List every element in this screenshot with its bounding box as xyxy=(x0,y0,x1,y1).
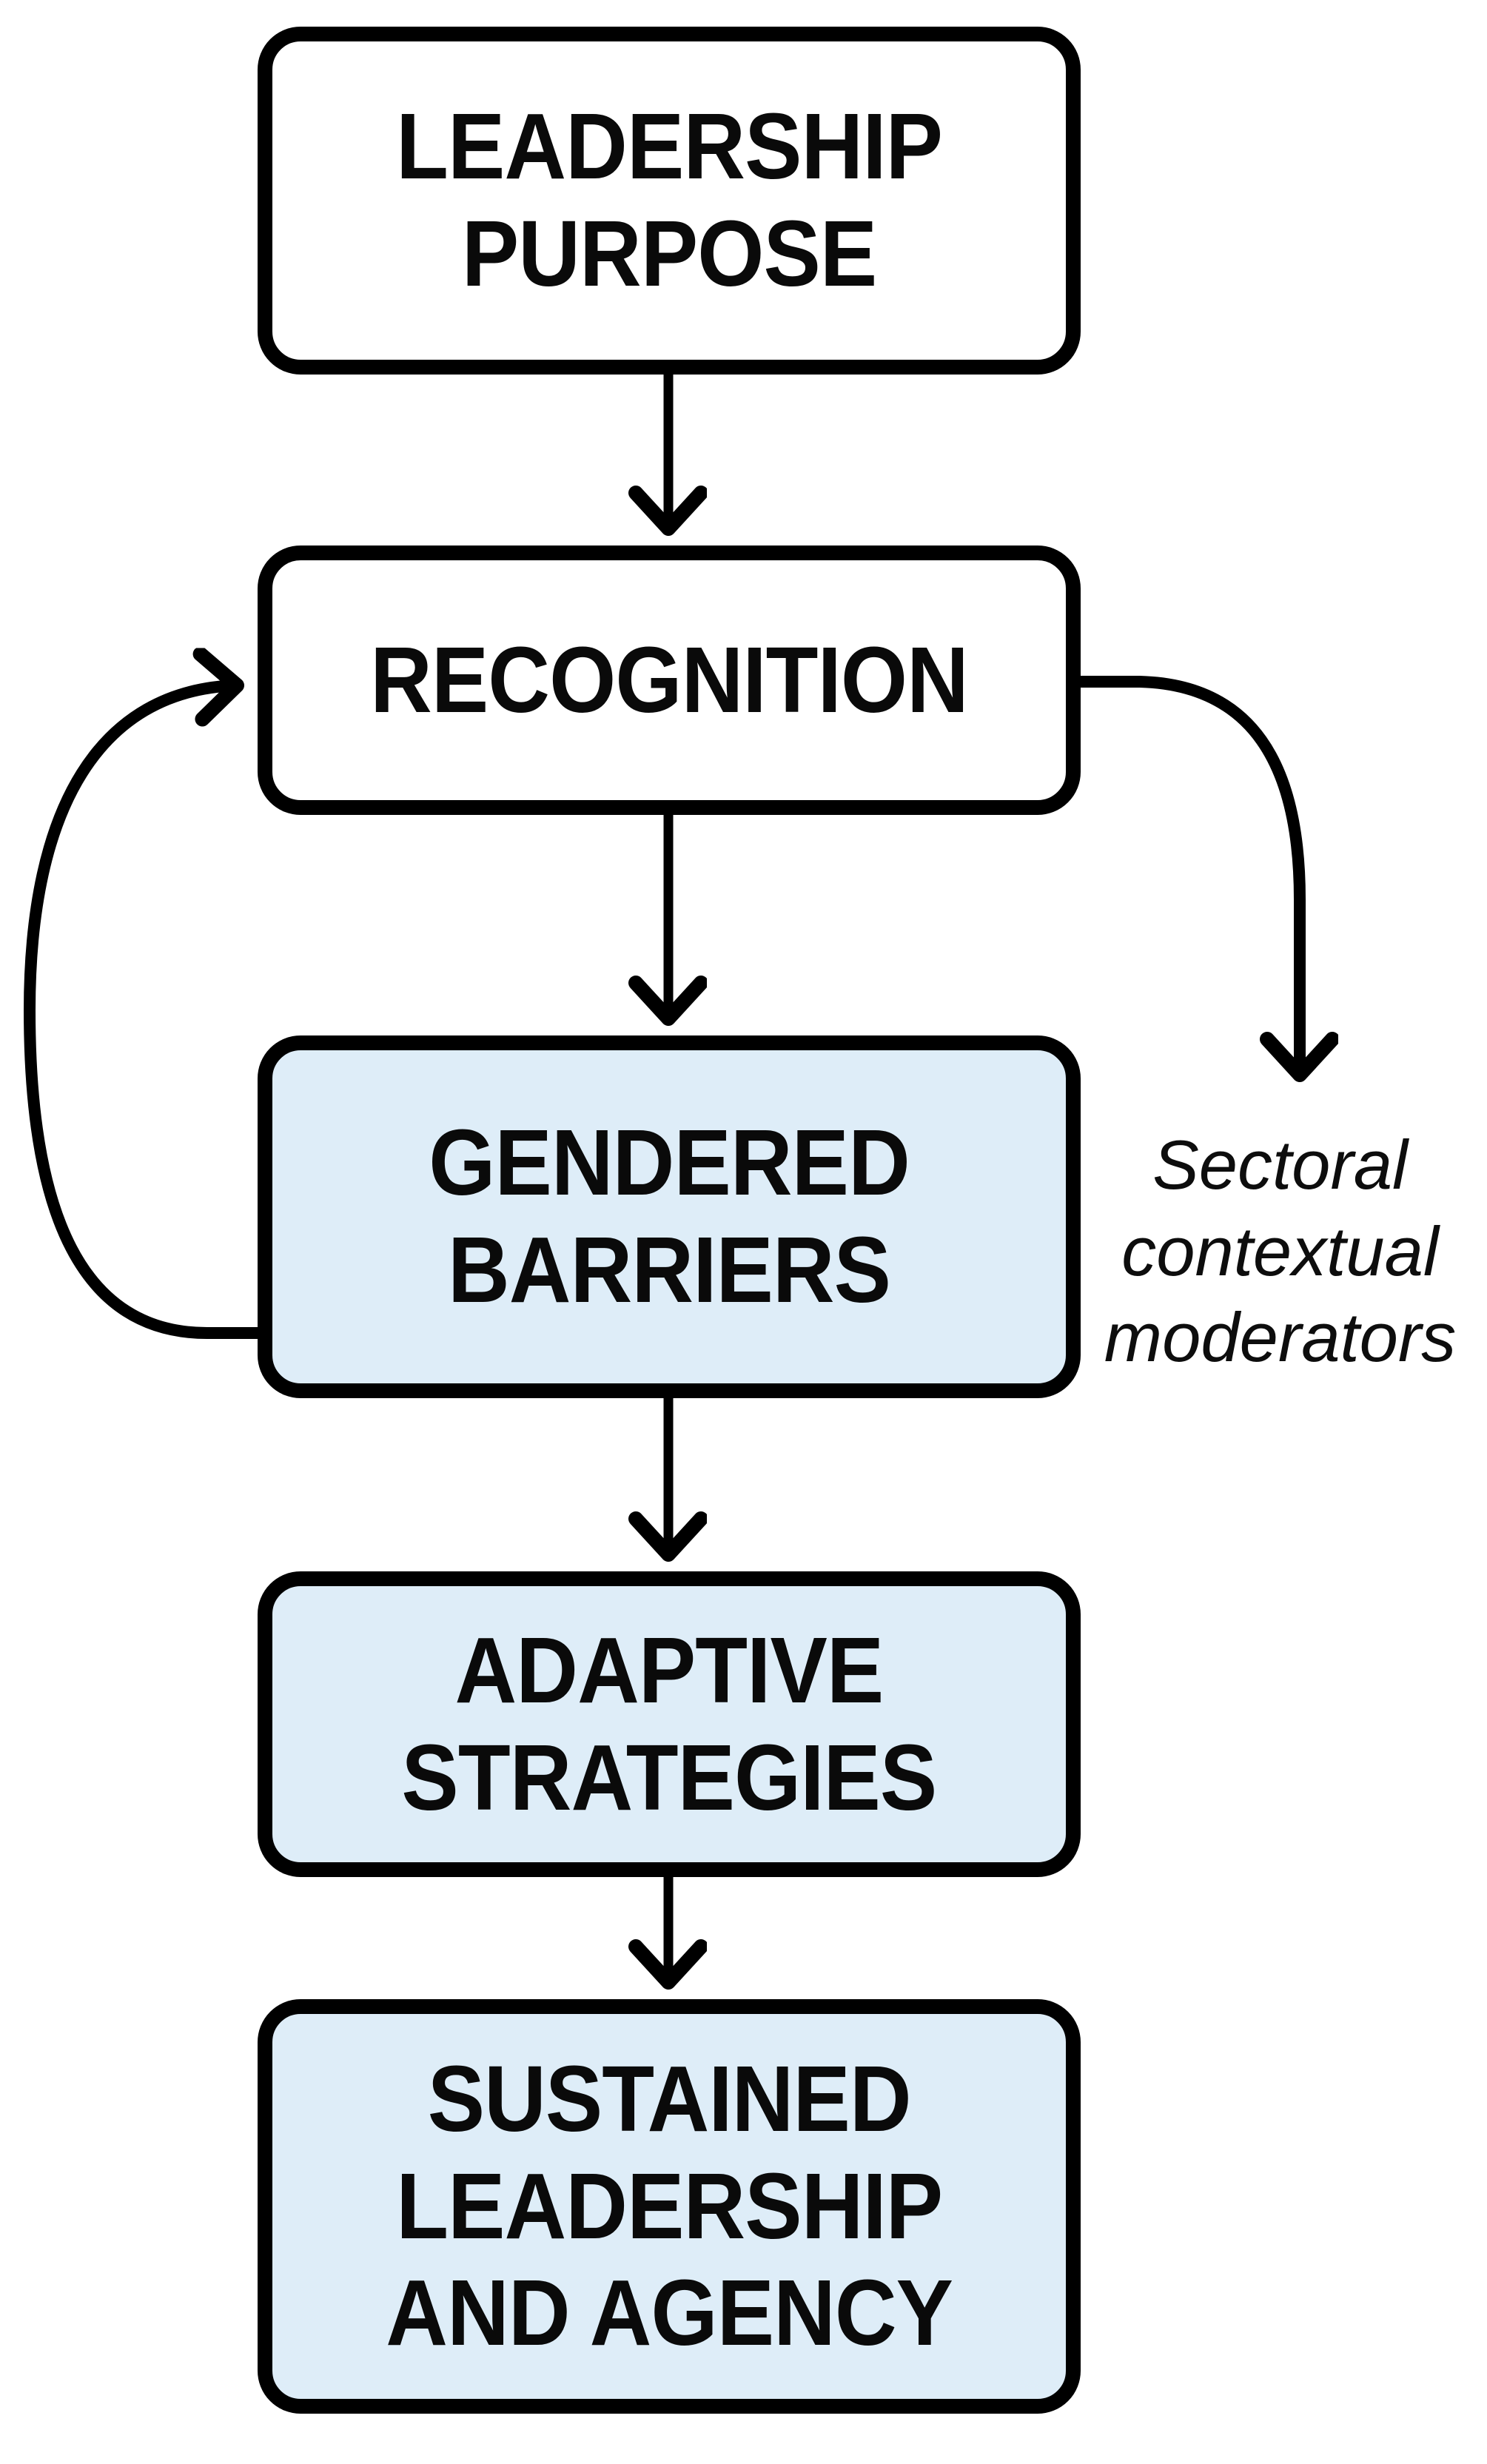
node-adaptive-strategies-label: ADAPTIVE STRATEGIES xyxy=(401,1617,938,1830)
node-adaptive-strategies: ADAPTIVE STRATEGIES xyxy=(258,1571,1081,1877)
side-label-sectoral-contextual-moderators: Sectoral contextual moderators xyxy=(1104,1126,1457,1377)
node-gendered-barriers-label: GENDERED BARRIERS xyxy=(429,1110,910,1322)
node-sustained-leadership-and-agency: SUSTAINED LEADERSHIP AND AGENCY xyxy=(258,1999,1081,2414)
node-leadership-purpose: LEADERSHIP PURPOSE xyxy=(258,27,1081,375)
node-gendered-barriers: GENDERED BARRIERS xyxy=(258,1035,1081,1398)
arrow-recognition-to-moderators-icon xyxy=(1079,676,1300,1075)
node-leadership-purpose-label: LEADERSHIP PURPOSE xyxy=(396,94,943,306)
node-recognition: RECOGNITION xyxy=(258,545,1081,815)
feedback-arrow-barriers-to-recognition-icon xyxy=(23,685,261,1339)
node-sustained-leadership-and-agency-label: SUSTAINED LEADERSHIP AND AGENCY xyxy=(386,2046,953,2366)
node-recognition-label: RECOGNITION xyxy=(370,627,969,732)
